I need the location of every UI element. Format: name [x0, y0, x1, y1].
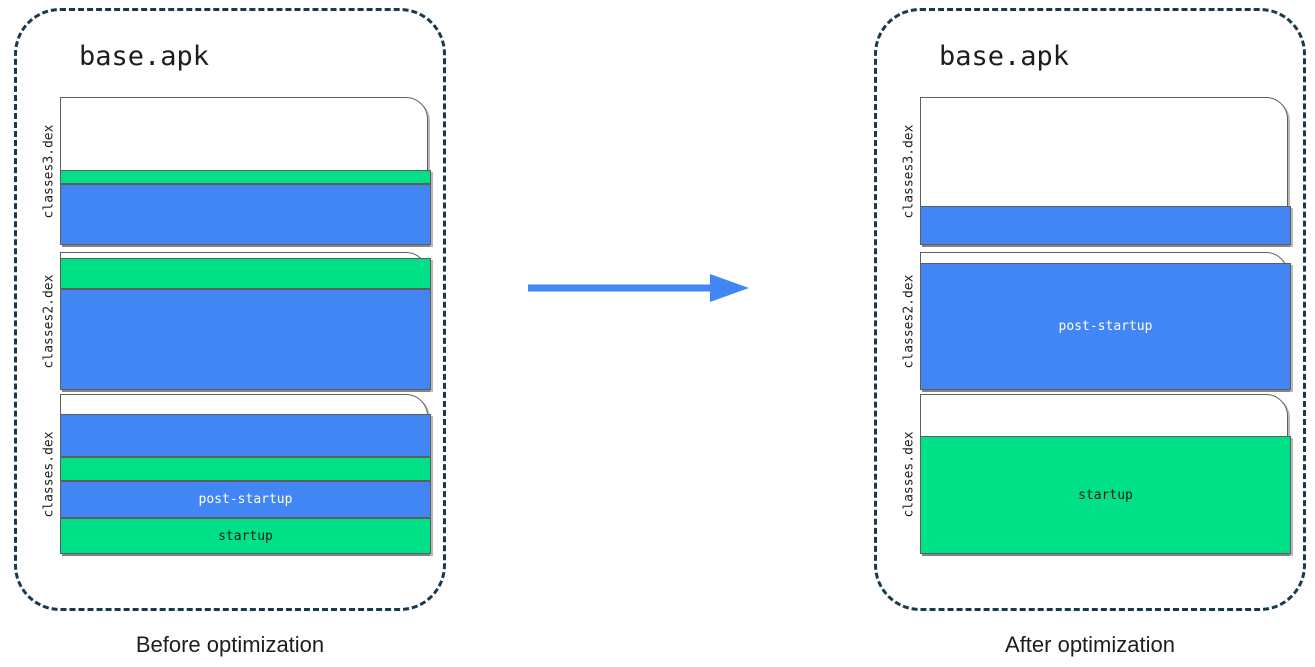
dex-frame — [60, 252, 431, 390]
dex-label: classes2.dex — [898, 252, 920, 390]
dex-label: classes2.dex — [38, 252, 60, 390]
dex-frame: startup — [920, 394, 1291, 554]
dex-frame: post-startup — [920, 252, 1291, 390]
dex-segment-blue — [60, 289, 431, 390]
dex-segment-label: startup — [1078, 487, 1133, 503]
dex-segment-stack — [920, 206, 1291, 245]
dex-segment-green — [60, 258, 431, 289]
dex-label: classes.dex — [898, 394, 920, 554]
dex-box-classes2-dex: classes2.dex post-startup — [898, 252, 1291, 390]
dex-label: classes3.dex — [38, 97, 60, 245]
dex-box-classes-dex: classes.dex post-startup startup — [38, 394, 431, 554]
dex-box-classes2-dex: classes2.dex — [38, 252, 431, 390]
dex-segment-blue — [920, 206, 1291, 245]
dex-label-text: classes3.dex — [901, 124, 917, 218]
dex-box-classes3-dex: classes3.dex — [38, 97, 431, 245]
dex-segment-stack — [60, 170, 431, 245]
dex-frame: post-startup startup — [60, 394, 431, 554]
dex-segment-startup: startup — [920, 436, 1291, 554]
dex-segment-blue — [60, 184, 431, 245]
dex-box-classes-dex: classes.dex startup — [898, 394, 1291, 554]
dex-segment-post-startup: post-startup — [60, 481, 431, 518]
dex-label-text: classes3.dex — [41, 124, 57, 218]
caption-before: Before optimization — [135, 632, 325, 657]
dex-segment-label: post-startup — [198, 492, 293, 507]
dex-segment-stack: startup — [920, 436, 1291, 554]
dex-segment-green — [60, 170, 431, 184]
dex-segment-post-startup: post-startup — [920, 263, 1291, 390]
dex-label-text: classes.dex — [901, 430, 917, 518]
dex-frame — [920, 97, 1291, 245]
dex-segment-stack: post-startup startup — [60, 414, 431, 554]
dex-label-text: classes.dex — [41, 430, 57, 518]
dex-box-classes3-dex: classes3.dex — [898, 97, 1291, 245]
dex-segment-startup: startup — [60, 518, 431, 554]
dex-label-text: classes2.dex — [41, 274, 57, 368]
caption-after: After optimization — [1005, 632, 1175, 657]
right-arrow-icon — [528, 272, 750, 304]
dex-frame — [60, 97, 431, 245]
dex-label: classes.dex — [38, 394, 60, 554]
apk-title-after: base.apk — [939, 41, 1070, 72]
dex-segment-label: startup — [218, 528, 273, 544]
dex-segment-stack — [60, 258, 431, 390]
dex-segment-label: post-startup — [1058, 319, 1153, 334]
dex-segment-green — [60, 457, 431, 481]
dex-label: classes3.dex — [898, 97, 920, 245]
dex-segment-stack: post-startup — [920, 263, 1291, 390]
apk-title-before: base.apk — [79, 41, 210, 72]
dex-label-text: classes2.dex — [901, 274, 917, 368]
dex-segment-blue — [60, 414, 431, 457]
